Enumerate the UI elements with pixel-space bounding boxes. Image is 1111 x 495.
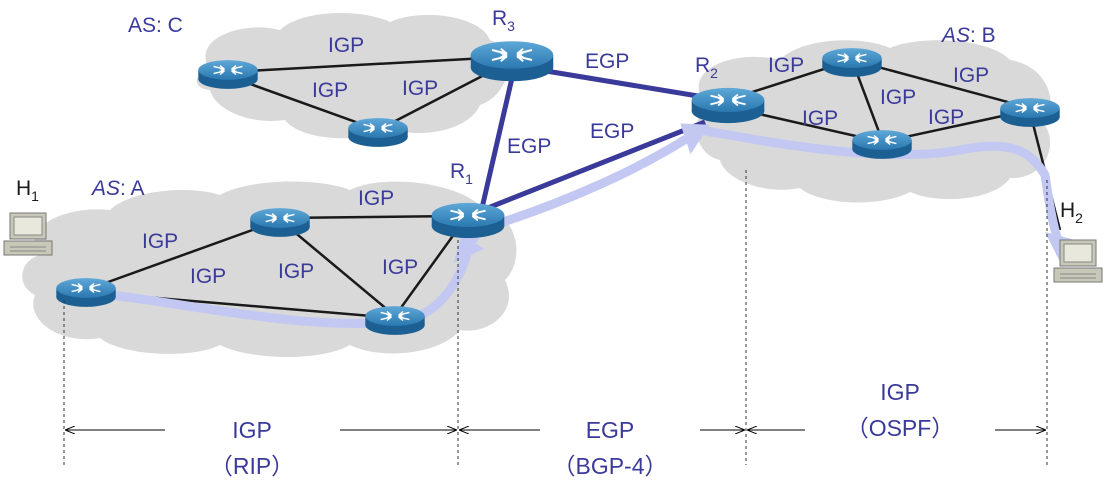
scale-left-bottom: （RIP） bbox=[210, 453, 294, 479]
router-icon bbox=[821, 47, 883, 78]
link-label-igp: IGP bbox=[190, 265, 226, 288]
link-label-egp: EGP bbox=[507, 135, 551, 158]
host-h2-label: H2 bbox=[1060, 199, 1083, 226]
link-label-igp: IGP bbox=[953, 64, 989, 87]
host-h1-label: H1 bbox=[16, 177, 39, 204]
link-label-igp: IGP bbox=[802, 107, 838, 130]
host-computer-icon bbox=[3, 212, 53, 256]
egp-links bbox=[469, 67, 711, 218]
as-a-label: AS: A bbox=[90, 177, 145, 200]
as-c-label: AS: C bbox=[128, 14, 183, 37]
link-label-igp: IGP bbox=[768, 54, 804, 77]
router-icon bbox=[249, 207, 311, 238]
router-icon bbox=[999, 97, 1061, 128]
link-label-igp: IGP bbox=[358, 187, 394, 210]
router-icon bbox=[197, 59, 259, 90]
link-label-igp: IGP bbox=[312, 79, 348, 102]
router-icon bbox=[55, 277, 117, 308]
link-label-igp: IGP bbox=[142, 230, 178, 253]
link-label-igp: IGP bbox=[382, 256, 418, 279]
router-icon bbox=[364, 305, 426, 336]
cloud-as-c bbox=[196, 12, 509, 139]
router-icon bbox=[347, 117, 409, 148]
router-r3-label: R3 bbox=[492, 7, 515, 34]
router-icon bbox=[430, 202, 506, 239]
link-label-igp: IGP bbox=[328, 34, 364, 57]
link-label-igp: IGP bbox=[278, 260, 314, 283]
scale-left-top: IGP bbox=[232, 417, 272, 443]
link-label-egp: EGP bbox=[590, 120, 634, 143]
as-b-label: AS: B bbox=[940, 24, 996, 47]
router-r2-label: R2 bbox=[695, 54, 718, 81]
host-computer-icon bbox=[1053, 239, 1103, 283]
router-icon bbox=[690, 87, 766, 124]
scale-right-top: IGP bbox=[880, 379, 920, 405]
router-r1-label: R1 bbox=[450, 160, 473, 187]
link-label-igp: IGP bbox=[928, 106, 964, 129]
link-label-egp: EGP bbox=[585, 50, 629, 73]
scale-middle-bottom: （BGP-4） bbox=[552, 453, 667, 479]
link-label-igp: IGP bbox=[402, 77, 438, 100]
router-icon bbox=[851, 129, 913, 160]
link-label-igp: IGP bbox=[880, 86, 916, 109]
scale-right-bottom: （OSPF） bbox=[846, 415, 955, 441]
router-icon bbox=[469, 40, 555, 83]
scale-middle-top: EGP bbox=[586, 417, 635, 443]
scale-dividers bbox=[63, 170, 1048, 465]
